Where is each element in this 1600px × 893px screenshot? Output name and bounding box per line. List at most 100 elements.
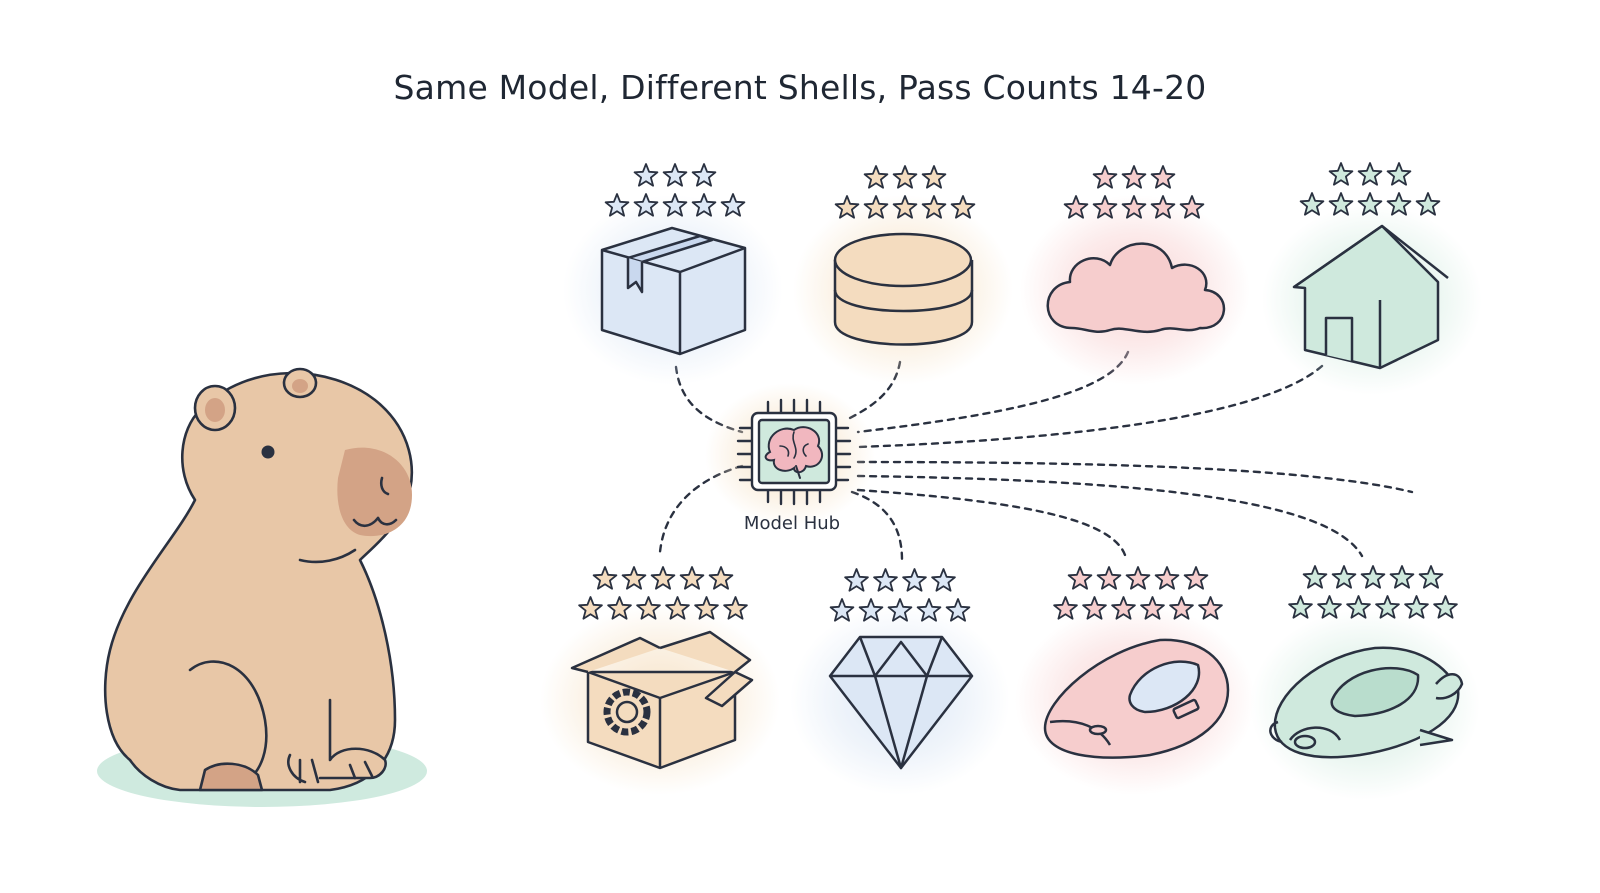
page-title: Same Model, Different Shells, Pass Count… [393,68,1207,107]
star-icon [607,596,632,620]
star-icon [887,598,913,622]
star-icon [1082,596,1107,620]
star-icon [1096,566,1122,590]
star-icon [892,195,918,219]
star-icon [1346,595,1371,619]
shell-box [563,195,783,385]
star-icon [723,596,748,620]
star-icon [679,566,705,590]
rating-stars [578,162,1458,622]
star-icon [592,566,618,590]
star-icon [1360,565,1386,589]
shell-cloud [1020,195,1250,385]
star-icon [863,165,889,189]
stars-house [1299,162,1441,216]
star-icon [1415,192,1441,216]
star-icon [931,568,956,592]
star-icon [662,193,688,217]
star-icon [1357,192,1383,216]
star-icon [829,598,855,622]
shell-hover-car [1250,610,1480,800]
star-icon [665,596,690,620]
star-icon [1357,162,1383,186]
shell-pod-car [1015,605,1255,795]
star-icon [1288,595,1313,619]
stars-box [604,163,746,217]
star-icon [633,193,659,217]
star-icon [662,163,688,187]
shell-house [1262,205,1482,395]
shell-gem [790,605,1010,795]
star-icon [1198,596,1223,620]
star-icon [1331,565,1357,589]
star-icon [1111,596,1136,620]
pod-car-icon [1043,638,1230,759]
house-icon [1292,224,1449,370]
star-icon [691,163,717,187]
star-icon [1386,162,1412,186]
star-icon [1404,595,1429,619]
star-icon [892,165,918,189]
star-icon [1150,165,1176,189]
star-icon [863,195,889,219]
star-icon [1302,565,1328,589]
star-icon [844,568,869,592]
star-icon [1375,595,1400,619]
shell-open-box [540,605,780,795]
model-hub: Model Hub [705,383,875,534]
star-icon [1389,565,1415,589]
stars-gem [829,568,971,622]
star-icon [1179,195,1205,219]
star-icon [1386,192,1412,216]
stars-pod-car [1053,566,1223,620]
stars-open-box [578,566,748,620]
star-icon [1053,596,1078,620]
star-icon [1169,596,1194,620]
star-icon [873,568,898,592]
star-icon [720,193,746,217]
stars-tub [834,165,976,219]
package-icon [600,226,747,356]
star-icon [636,596,661,620]
star-icon [633,163,659,187]
stars-cloud [1063,165,1205,219]
star-icon [916,598,942,622]
star-icon [691,193,717,217]
capybara-icon [97,367,427,807]
round-box-icon [833,232,974,346]
star-icon [1299,192,1325,216]
stars-hover-car [1288,565,1458,619]
star-icon [708,566,734,590]
star-icon [950,195,976,219]
star-icon [621,566,647,590]
star-icon [1121,165,1147,189]
star-icon [1092,195,1118,219]
star-icon [1140,596,1165,620]
hover-car-icon [1269,646,1464,759]
star-icon [834,195,860,219]
star-icon [1154,566,1180,590]
star-icon [945,598,971,622]
star-icon [650,566,676,590]
star-icon [921,165,947,189]
cloud-icon [1046,242,1226,334]
star-icon [1328,192,1354,216]
star-icon [858,598,884,622]
star-icon [1433,595,1458,619]
star-icon [1418,565,1444,589]
star-icon [1063,195,1089,219]
open-box-gear-icon [570,630,754,770]
hub-label: Model Hub [744,513,840,534]
star-icon [1150,195,1176,219]
star-icon [1317,595,1342,619]
star-icon [1183,566,1209,590]
star-icon [604,193,630,217]
star-icon [1121,195,1147,219]
star-icon [921,195,947,219]
star-icon [1328,162,1354,186]
star-icon [1067,566,1093,590]
star-icon [902,568,927,592]
star-icon [578,596,603,620]
brain-chip-icon [736,398,852,506]
